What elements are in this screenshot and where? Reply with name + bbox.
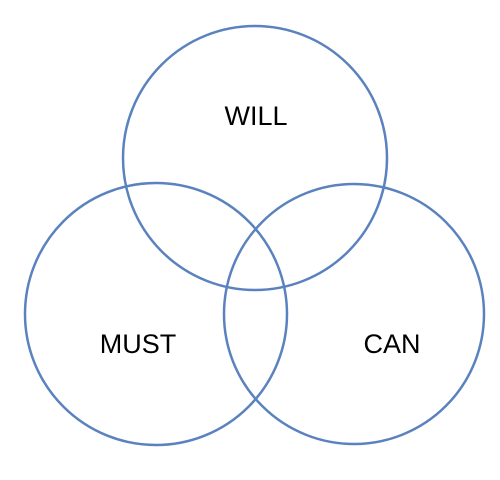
circle-will <box>121 24 389 292</box>
circle-can <box>222 182 486 446</box>
label-must: MUST <box>100 329 177 359</box>
label-will: WILL <box>224 101 287 131</box>
label-can: CAN <box>363 329 420 359</box>
circle-must <box>23 181 289 447</box>
